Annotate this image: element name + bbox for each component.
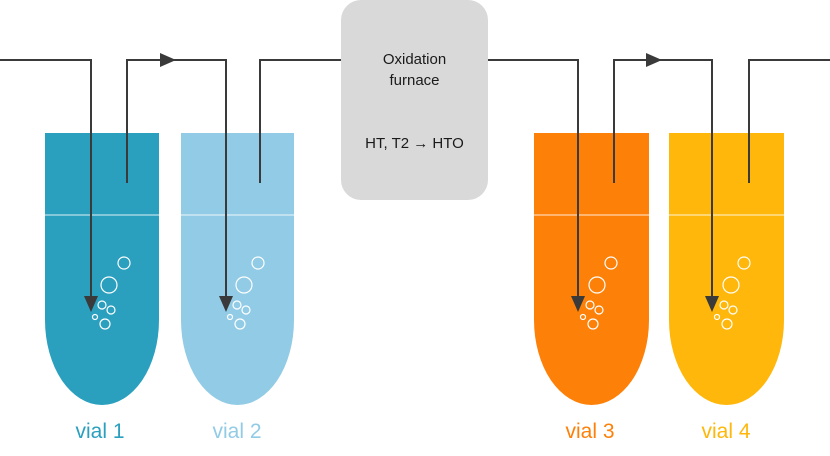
vial-3-bubbles bbox=[579, 256, 618, 330]
vial-4-label: vial 4 bbox=[701, 420, 750, 443]
pipe-vial-1-to-vial-2 bbox=[126, 59, 227, 300]
arrow-into-vial-3-icon bbox=[571, 296, 585, 312]
arrow-flow-right-2-icon bbox=[646, 53, 662, 67]
arrow-into-vial-4-icon bbox=[705, 296, 719, 312]
vial-2-body bbox=[181, 133, 294, 405]
vial-4-body bbox=[669, 133, 784, 405]
furnace-box bbox=[341, 0, 488, 200]
outlet-pipe-from-vial-4 bbox=[748, 59, 830, 183]
pipe-furnace-to-vial-3 bbox=[488, 59, 579, 300]
oxidation-furnace: Oxidation furnace HT, T2 → HTO bbox=[341, 0, 488, 200]
inlet-pipe-to-vial-1 bbox=[0, 59, 92, 300]
vial-1 bbox=[45, 133, 159, 405]
vial-2-label: vial 2 bbox=[212, 420, 261, 443]
pipe-vial-2-to-furnace bbox=[259, 59, 341, 183]
furnace-reaction: HT, T2 → HTO bbox=[365, 135, 464, 152]
vial-3 bbox=[534, 133, 649, 405]
vial-2 bbox=[181, 133, 294, 405]
arrow-into-vial-1-icon bbox=[84, 296, 98, 312]
vial-4 bbox=[669, 133, 784, 405]
pipe-vial-3-to-vial-4 bbox=[613, 59, 713, 300]
vial-1-bubbles bbox=[91, 256, 131, 330]
vial-2-bubbles bbox=[226, 256, 265, 330]
vial-4-bubbles bbox=[713, 256, 751, 330]
gas-flow-left bbox=[0, 53, 341, 312]
furnace-title-line1: Oxidation bbox=[383, 51, 446, 68]
arrow-flow-right-1-icon bbox=[160, 53, 176, 67]
vial-1-body bbox=[45, 133, 159, 405]
gas-flow-right bbox=[488, 53, 830, 312]
vial-1-label: vial 1 bbox=[75, 420, 124, 443]
vial-3-body bbox=[534, 133, 649, 405]
furnace-title-line2: furnace bbox=[389, 72, 439, 89]
arrow-into-vial-2-icon bbox=[219, 296, 233, 312]
vial-3-label: vial 3 bbox=[565, 420, 614, 443]
